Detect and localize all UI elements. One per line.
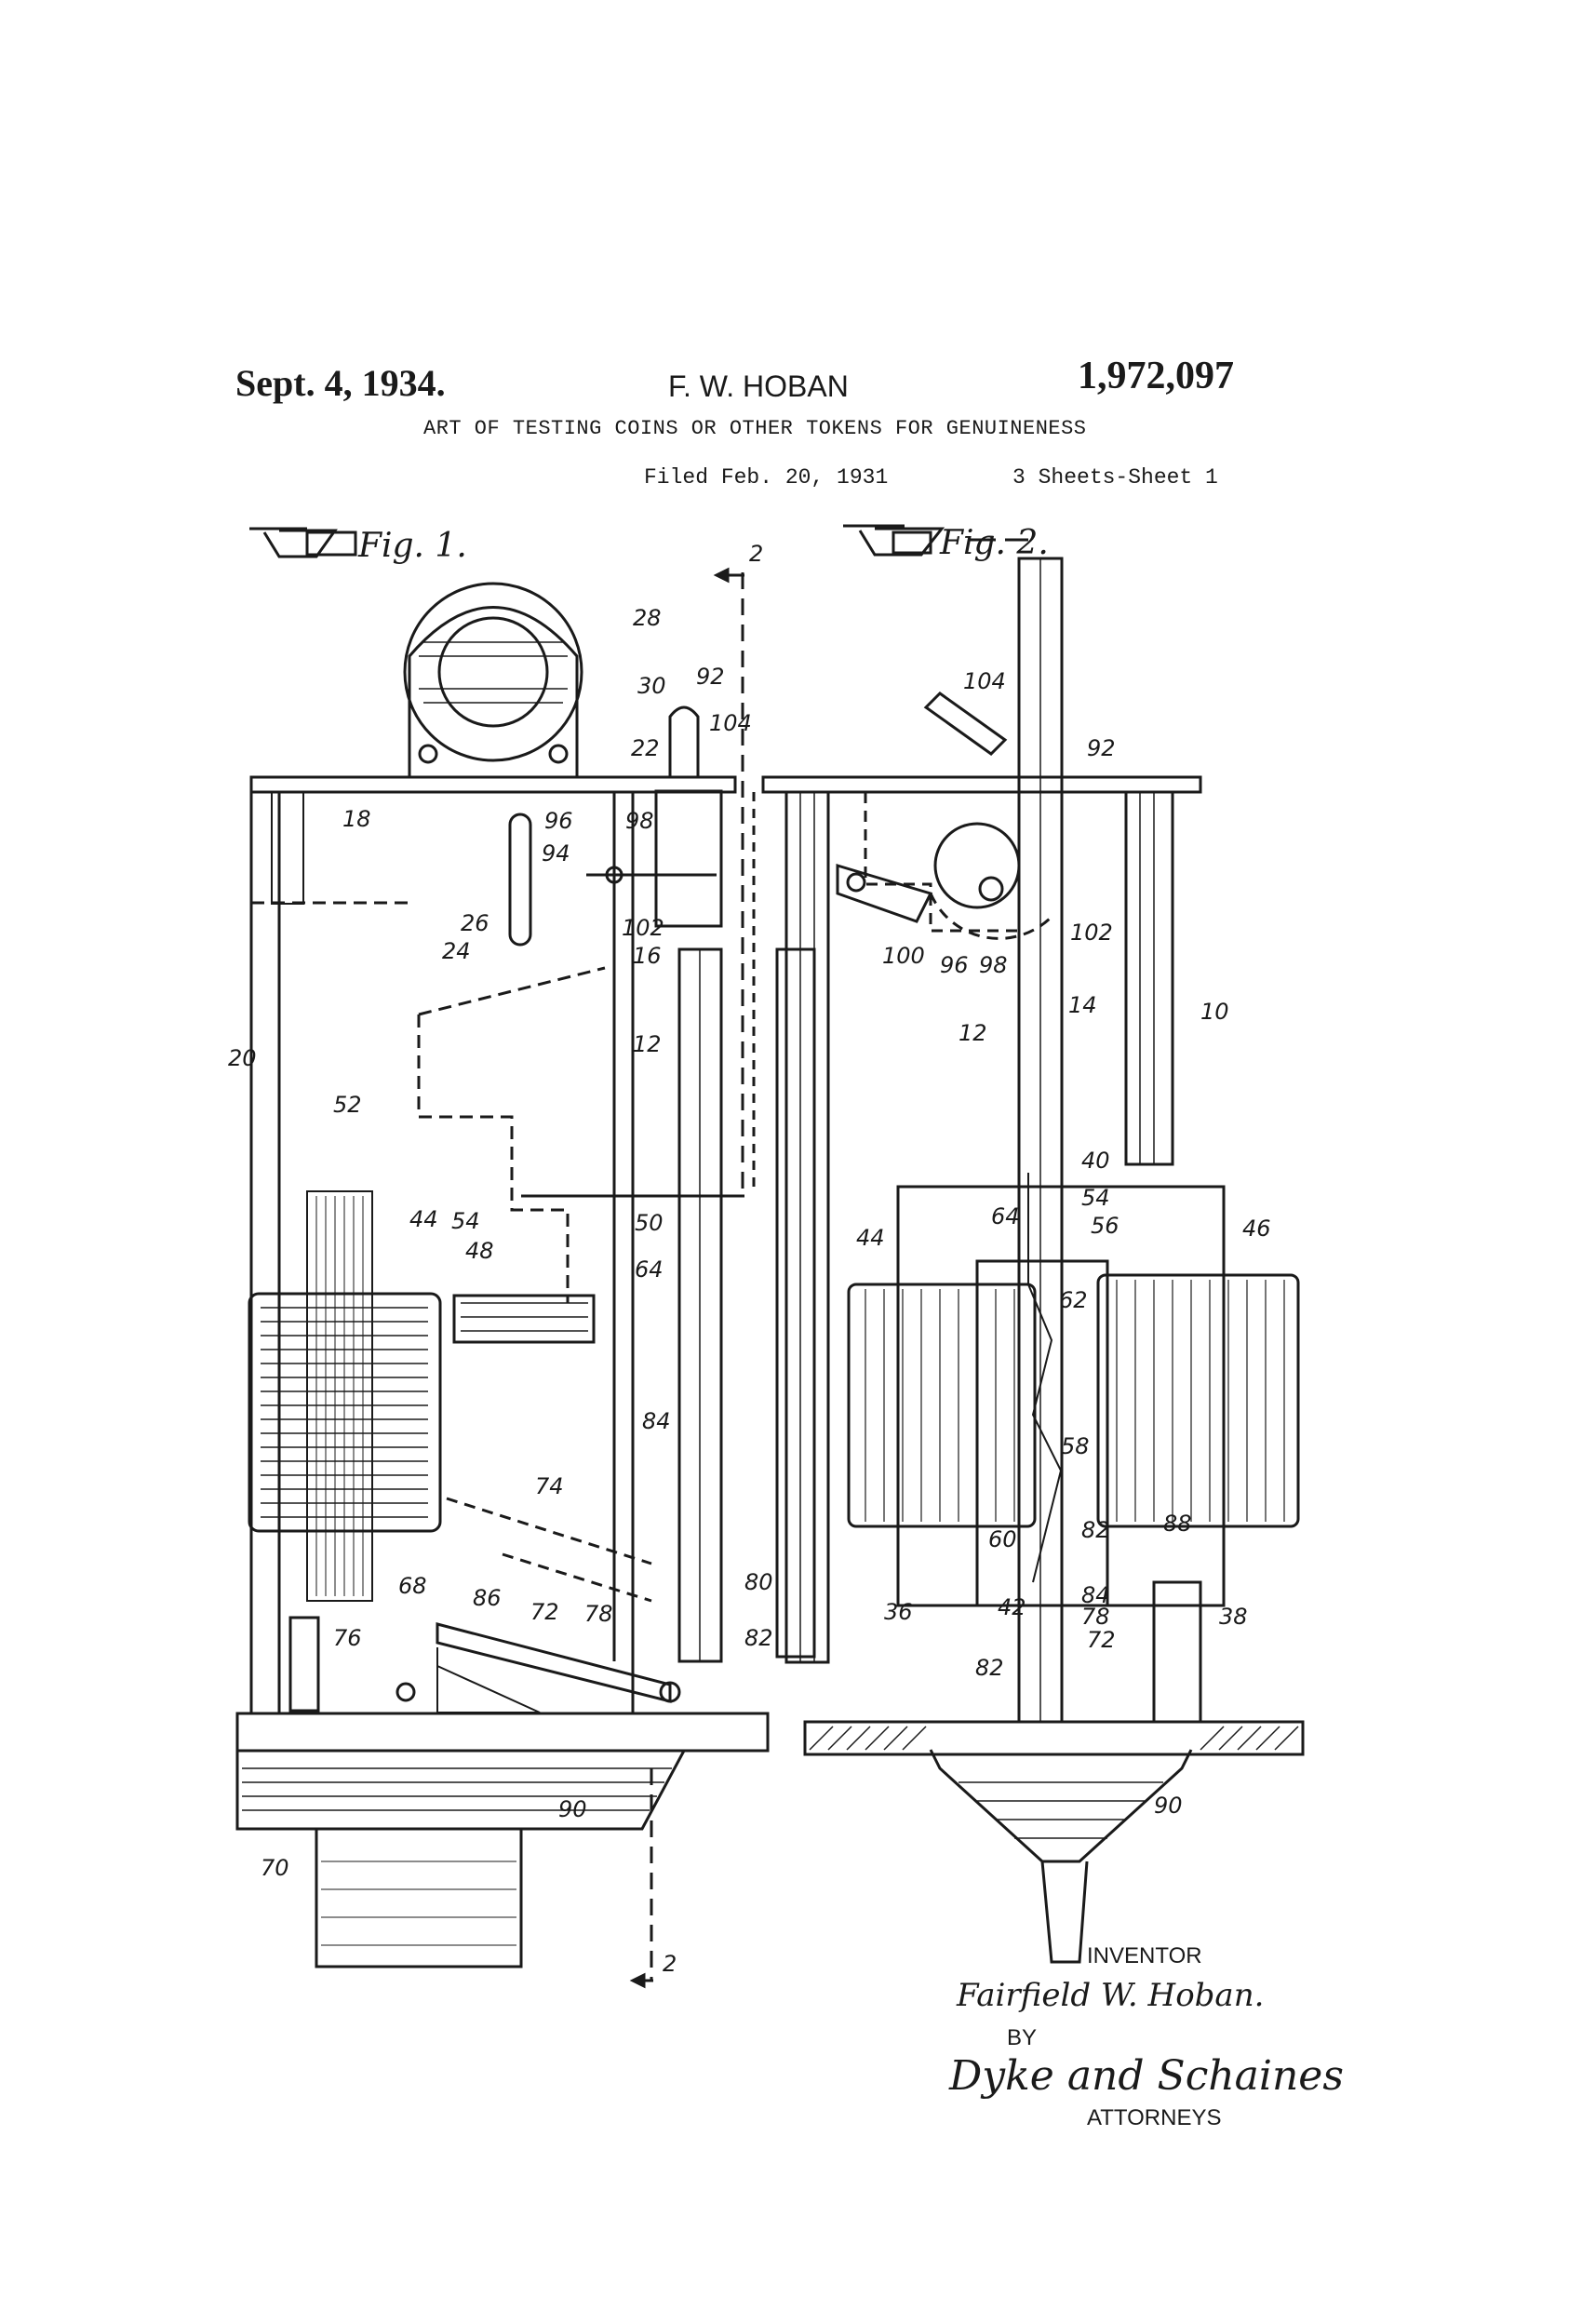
fig2-ref: 12 <box>959 1020 987 1046</box>
fig1-ref: 26 <box>461 910 489 936</box>
fig2-ref: 38 <box>1219 1604 1248 1630</box>
fig1-ref: 2 <box>749 541 763 567</box>
filed-date: Filed Feb. 20, 1931 <box>644 465 889 490</box>
fig2-ref: 102 <box>1070 920 1113 946</box>
fig2-ref: 90 <box>1154 1793 1183 1819</box>
fig1-ref: 12 <box>633 1031 662 1057</box>
fig2-ref: 72 <box>1087 1627 1116 1653</box>
fig2-ref: 36 <box>884 1599 913 1625</box>
fig1-ref: 64 <box>635 1256 664 1283</box>
fig1-ref: 18 <box>342 806 371 832</box>
fig2-ref: 58 <box>1061 1433 1090 1459</box>
fig1-ref: 44 <box>409 1206 438 1232</box>
fig1-ref: 92 <box>696 664 725 690</box>
patent-title: ART OF TESTING COINS OR OTHER TOKENS FOR… <box>423 417 1087 440</box>
fig1-ref: 72 <box>530 1599 559 1625</box>
fig2-ref: 46 <box>1242 1216 1271 1242</box>
attorneys-label: ATTORNEYS <box>1087 2105 1222 2130</box>
fig1-ref: 16 <box>633 943 662 969</box>
fig1-ref: 74 <box>535 1473 564 1499</box>
fig1-ref: 94 <box>542 840 570 866</box>
fig2-ref: 82 <box>1081 1517 1110 1543</box>
fig2-ref: 62 <box>1059 1287 1088 1313</box>
fig1-ref: 104 <box>709 710 752 736</box>
fig1-label: Fig. 1. <box>357 527 467 565</box>
fig1-ref: 52 <box>333 1092 362 1118</box>
fig2-ref: 54 <box>1081 1185 1110 1211</box>
fig2-ref: 44 <box>856 1225 885 1251</box>
fig1-ref: 96 <box>544 808 573 834</box>
sheet-count: 3 Sheets-Sheet 1 <box>1012 465 1218 490</box>
fig2-ref: 10 <box>1200 999 1229 1025</box>
fig2-ref: 82 <box>975 1655 1004 1681</box>
fig1-ref: 22 <box>631 735 660 761</box>
fig1-ref: 102 <box>622 915 664 941</box>
fig2-ref: 42 <box>998 1594 1026 1620</box>
patent-number: 1,972,097 <box>1078 355 1234 397</box>
fig2-label: Fig. 2. <box>939 524 1049 562</box>
fig1-ref: 70 <box>261 1855 289 1881</box>
attorney-signature: Dyke and Schaines <box>949 2052 1344 2100</box>
inventor-name: F. W. HOBAN <box>668 369 849 403</box>
fig2-ref: 88 <box>1163 1511 1192 1537</box>
fig1-ref: 50 <box>635 1210 664 1236</box>
fig2-ref: 14 <box>1068 992 1097 1018</box>
fig2-ref: 92 <box>1087 735 1116 761</box>
fig2-ref: 84 <box>1081 1582 1110 1608</box>
fig1-ref: 90 <box>558 1796 587 1822</box>
patent-date: Sept. 4, 1934. <box>235 362 446 404</box>
fig1-ref: 78 <box>584 1601 613 1627</box>
fig2-ref: 104 <box>963 668 1006 694</box>
fig1-ref: 82 <box>744 1625 773 1651</box>
fig1-ref: 68 <box>398 1573 427 1599</box>
fig2-ref: 98 <box>979 952 1008 978</box>
fig1-ref: 28 <box>633 605 662 631</box>
fig2-ref: 78 <box>1081 1604 1110 1630</box>
fig1-ref: 98 <box>625 808 654 834</box>
fig2-ref: 64 <box>991 1203 1020 1229</box>
inventor-label: INVENTOR <box>1087 1943 1202 1968</box>
by-label: BY <box>1007 2025 1038 2050</box>
fig1-ref: 30 <box>637 673 666 699</box>
fig2-ref: 100 <box>882 943 925 969</box>
fig1-ref: 86 <box>473 1585 502 1611</box>
fig2-ref: 60 <box>988 1526 1017 1552</box>
fig1-ref: 2 <box>663 1951 677 1977</box>
fig2-ref: 56 <box>1091 1213 1119 1239</box>
inventor-signature: Fairfield W. Hoban. <box>957 1977 1265 2014</box>
fig2-ref: 96 <box>940 952 969 978</box>
fig1-ref: 76 <box>333 1625 362 1651</box>
fig1-ref: 20 <box>228 1045 257 1071</box>
fig1-ref: 54 <box>451 1208 480 1234</box>
fig1-ref: 80 <box>744 1569 773 1595</box>
fig2-ref: 40 <box>1081 1148 1110 1174</box>
fig1-ref: 24 <box>442 938 471 964</box>
fig1-ref: 48 <box>465 1238 494 1264</box>
fig1-ref: 84 <box>642 1408 671 1434</box>
